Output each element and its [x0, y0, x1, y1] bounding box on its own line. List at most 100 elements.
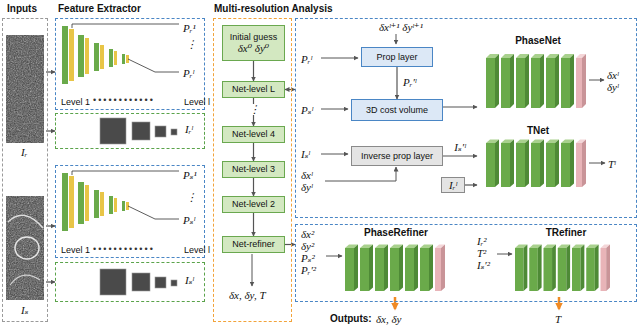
node-text: Net-level 4: [232, 129, 275, 139]
node-text: Pᵣˡ: [183, 67, 194, 80]
connector: [443, 106, 477, 107]
layer-stack: [345, 245, 445, 291]
arrow: [321, 154, 348, 155]
connector: [253, 143, 254, 161]
node-text: δxˡ δyˡ: [607, 69, 629, 93]
node-text: Pᵣ¹: [183, 22, 196, 35]
process-box: Net-refiner: [222, 236, 285, 253]
image-structure: [15, 237, 39, 259]
output-arrow: [558, 297, 561, 309]
network-block: PhaseNet: [477, 35, 599, 115]
ellipsis: ⋮: [248, 104, 261, 115]
image-pyramid: Iₛˡ: [55, 262, 205, 302]
arrow: [396, 34, 397, 44]
node-text: Initial guess: [230, 32, 278, 42]
node-text: Pₛ¹: [183, 169, 197, 182]
network-block: TRefiner: [511, 227, 621, 299]
node-text: Multi-resolution Analysis: [214, 3, 333, 15]
connector: [253, 213, 254, 236]
node-text: δxˡ δyˡ: [301, 169, 323, 193]
node-text: PhaseNet: [477, 35, 599, 47]
arrow: [589, 80, 604, 81]
node-text: Net-refiner: [232, 239, 275, 249]
input-panel: InputsIᵣIₛ: [2, 18, 48, 322]
edge-label: Pᵣ′ˡ: [403, 76, 416, 89]
image-pyramid-art: [100, 269, 177, 295]
network-block: TNet: [477, 125, 599, 195]
arrow: [589, 163, 605, 164]
ellipsis: ⋮: [186, 38, 197, 51]
node-text: Iₛ: [21, 304, 28, 317]
arrow: [321, 109, 348, 110]
connector: [253, 61, 254, 81]
node-text: Net-level 2: [232, 199, 275, 209]
network-panel: δxˡ⁺¹ δyˡ⁺¹PᵣˡPₛˡIₛˡδxˡ δyˡδxˡ δyˡTˡProp…: [295, 18, 637, 218]
node-text: Pₛˡ: [183, 214, 195, 227]
node-text: δxˡ⁺¹ δyˡ⁺¹: [379, 21, 423, 34]
analysis-panel: Multi-resolution AnalysisInitial guessδx…: [213, 18, 292, 322]
node-text: TNet: [477, 125, 599, 137]
node-text: Pᵣˡ: [301, 53, 312, 66]
arrow: [497, 254, 512, 255]
node-text: Iᵣˡ: [185, 123, 193, 136]
layer-stack: [486, 139, 586, 187]
process-box: Net-level L: [222, 81, 285, 98]
node-text: δx² δy² Pₛ² Pᵣ′²: [301, 228, 325, 276]
process-box: Net-level 2: [222, 196, 285, 213]
arrow: [325, 167, 396, 181]
node-text: δx⁰ δy⁰: [238, 42, 270, 55]
connector: [465, 184, 477, 185]
node-text: TRefiner: [511, 227, 621, 239]
image-structure: [10, 275, 40, 285]
node-text: Iₛˡ: [185, 274, 194, 287]
node-text: Iₛˡ: [301, 148, 310, 161]
output-label: T: [555, 313, 561, 325]
image-structure: [8, 215, 43, 228]
process-box: Initial guessδx⁰ δy⁰: [222, 25, 285, 61]
node-text: Pₛˡ: [301, 104, 313, 117]
node-text: Iᵣ² T² Iₛ′²: [477, 235, 495, 271]
node-text: Inputs: [7, 3, 37, 15]
image-texture: [6, 35, 44, 143]
panel-heading: Feature Extractor: [58, 3, 141, 15]
node-text: PhaseRefiner: [336, 227, 456, 239]
layer-box: Inverse prop layer: [351, 146, 443, 166]
layer-stack: [486, 54, 586, 108]
connector: [285, 89, 295, 90]
node-text: Level 1: [61, 245, 90, 255]
conv-pyramid: [62, 24, 179, 84]
node-text: Iᵣ: [21, 146, 27, 159]
output-label: δx, δy, T: [229, 289, 266, 302]
node-text: Tˡ: [608, 158, 616, 171]
arrow: [252, 254, 253, 286]
node-text: Level l: [184, 97, 210, 107]
node-text: Net-level L: [232, 84, 275, 94]
image-pyramid-art: [100, 118, 177, 144]
input-image: Iₛ: [6, 194, 46, 321]
image-texture: [6, 196, 44, 300]
image-pyramid: Iᵣˡ: [55, 113, 205, 149]
sample-image: [6, 196, 44, 300]
layer-box: 3D cost volume: [351, 99, 443, 121]
layer-stack: [515, 245, 610, 291]
arrow: [326, 256, 342, 257]
node-text: Net-level 3: [232, 164, 275, 174]
ellipsis: ••••••••••••: [93, 244, 155, 254]
arrow: [321, 58, 358, 59]
input-image: Iᵣ: [6, 34, 46, 162]
connector: [443, 155, 477, 156]
input-box: Iᵣˡ: [441, 177, 465, 193]
connector: [285, 244, 295, 245]
output-arrow: [394, 297, 397, 309]
layer-box: Prop layer: [361, 47, 433, 67]
output-label: δx, δy: [376, 313, 402, 325]
flow-arrows: [252, 34, 605, 286]
ellipsis: ⋮: [186, 191, 197, 204]
image-ground: [6, 196, 44, 300]
node-text: Inverse prop layer: [361, 151, 433, 161]
conv-pyramid: [62, 171, 179, 231]
node-text: Level 1: [61, 97, 90, 107]
process-box: Net-level 3: [222, 161, 285, 178]
output-heading: Outputs:: [330, 313, 372, 325]
